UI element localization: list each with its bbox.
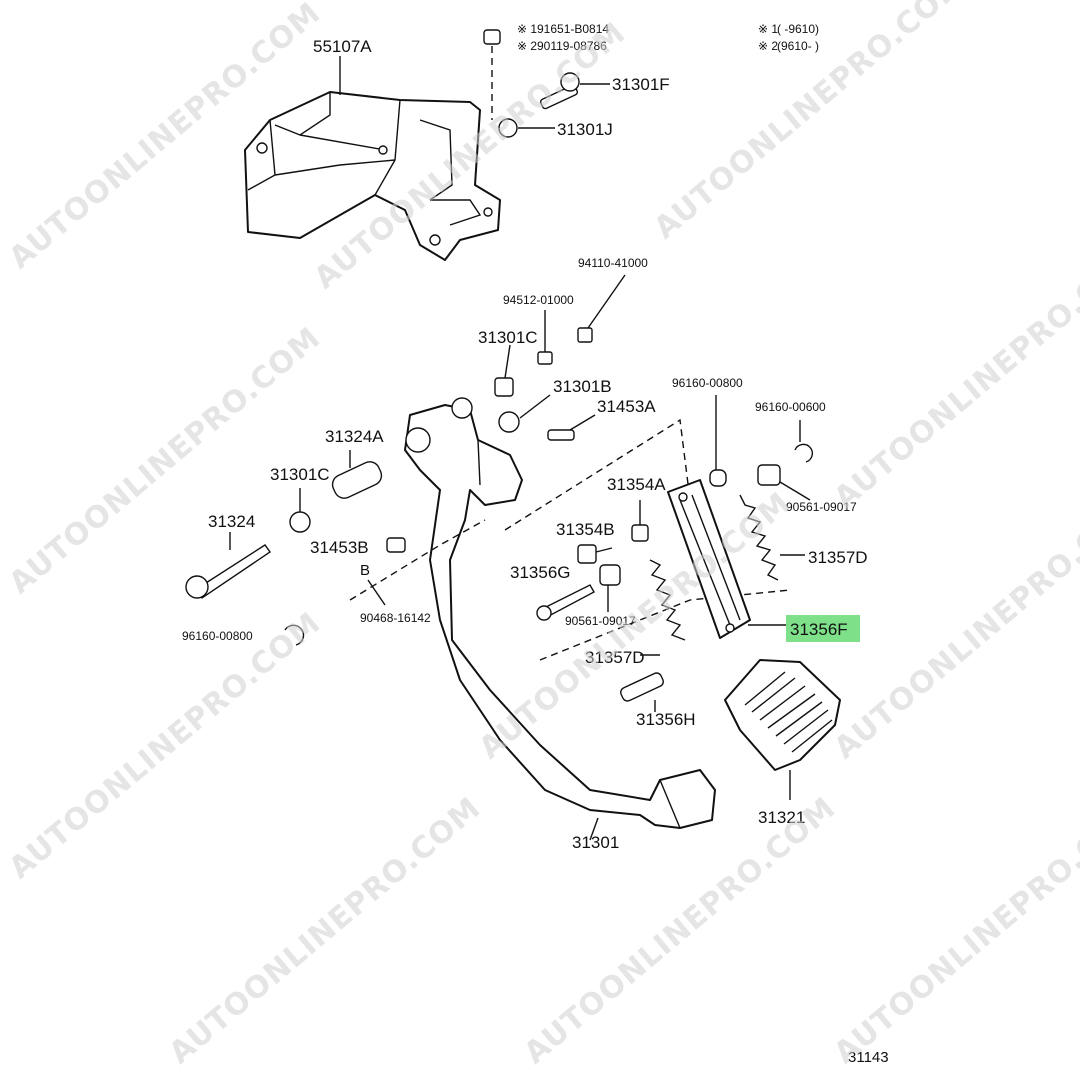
label-31356g: 31356G (510, 563, 571, 582)
legend-range1-code: ※ 1 (758, 22, 778, 36)
label-31453a: 31453A (597, 397, 656, 416)
label-b: B (360, 562, 370, 579)
pedal-pad-31321 (724, 659, 841, 800)
label-96160-a: 96160-00800 (672, 376, 743, 390)
label-31301j: 31301J (557, 120, 613, 139)
label-55107a: 55107A (313, 37, 372, 56)
pedal-arm-31301 (404, 397, 716, 841)
nut-94110 (577, 274, 626, 343)
label-31354b: 31354B (556, 520, 615, 539)
watermark-layer: AUTOONLINEPRO.COM AUTOONLINEPRO.COM AUTO… (3, 0, 1080, 1071)
clip-90561-a (599, 564, 621, 612)
watermark-text: AUTOONLINEPRO.COM (3, 606, 328, 887)
legend-range1-text: ( -9610) (777, 22, 819, 36)
bolt-31356g (536, 584, 595, 621)
label-31301: 31301 (572, 833, 619, 852)
watermark-text: AUTOONLINEPRO.COM (648, 0, 973, 246)
assembly-line-2 (349, 519, 486, 601)
watermark-text: AUTOONLINEPRO.COM (828, 486, 1080, 767)
label-94110: 94110-41000 (578, 256, 648, 270)
bracket-55107a (244, 91, 501, 261)
nut-91651 (483, 29, 501, 120)
legend-range2-code: ※ 2 (758, 39, 778, 53)
nut-31301c-top (494, 344, 514, 397)
clip-90561-b (757, 464, 811, 501)
highlight-31356f (786, 615, 860, 642)
watermark-text: AUTOONLINEPRO.COM (3, 321, 328, 602)
assembly-line-3 (539, 589, 791, 661)
bolt-31301f (539, 72, 610, 110)
label-94512: 94512-01000 (503, 293, 574, 307)
label-90561-b: 90561-09017 (786, 500, 857, 514)
legend-note1-code: ※ 1 (517, 22, 537, 36)
label-90561-a: 90561-09017 (565, 614, 636, 628)
spring-31357d-left (640, 559, 686, 656)
label-31301f: 31301F (612, 75, 670, 94)
label-31301c-top: 31301C (478, 328, 538, 347)
label-31356h: 31356H (636, 710, 696, 729)
bolt-31453b (386, 537, 406, 553)
clip-96160-a (709, 395, 727, 487)
clip-96160-b (794, 420, 814, 463)
label-31356f[interactable]: 31356F (790, 620, 848, 639)
watermark-text: AUTOONLINEPRO.COM (828, 236, 1080, 517)
label-96160-c: 96160-00800 (182, 629, 253, 643)
legend-note2-part: 90119-08786 (537, 39, 607, 53)
nut-31354a (631, 500, 649, 542)
label-31301c-left: 31301C (270, 465, 330, 484)
pin-31356h (620, 672, 664, 712)
label-31453b: 31453B (310, 538, 369, 557)
label-31301b: 31301B (553, 377, 612, 396)
bracket-31356f (667, 479, 790, 639)
watermark-text: AUTOONLINEPRO.COM (518, 791, 843, 1072)
label-96160-b: 96160-00600 (755, 400, 826, 414)
legend-note2-code: ※ 2 (517, 39, 537, 53)
assembly-line-1 (504, 418, 691, 531)
watermark-text: AUTOONLINEPRO.COM (163, 791, 488, 1072)
label-31321: 31321 (758, 808, 805, 827)
bushing-31301b (498, 394, 551, 433)
label-31324a: 31324A (325, 427, 384, 446)
collar-31324a (331, 450, 383, 499)
washer-94512 (537, 310, 553, 365)
label-31354a: 31354A (607, 475, 666, 494)
label-31357d-right: 31357D (808, 548, 868, 567)
bolt-31324 (185, 532, 271, 599)
nut-31301j (498, 118, 555, 138)
clip-96160-c (284, 624, 305, 646)
stopper-31354b (577, 544, 613, 564)
nut-31301c-left (289, 488, 311, 533)
label-31324: 31324 (208, 512, 255, 531)
label-90468: 90468-16142 (360, 611, 431, 625)
watermark-text: AUTOONLINEPRO.COM (828, 791, 1080, 1072)
bolt-31453a (547, 414, 596, 441)
label-31357d-left: 31357D (585, 648, 645, 667)
legend-note1-part: 91651-B0814 (537, 22, 609, 36)
figure-code: 31143 (848, 1049, 889, 1066)
leader-b (367, 579, 386, 606)
legend-range2-text: (9610- ) (777, 39, 819, 53)
spring-31357d-right (739, 494, 805, 581)
